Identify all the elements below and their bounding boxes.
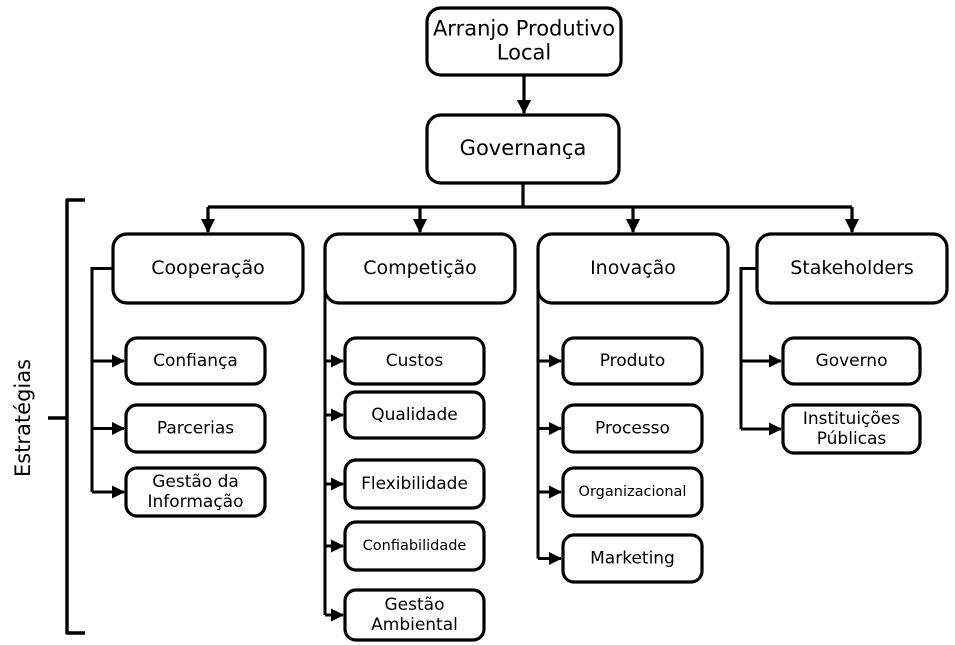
- node-cooperacao-child-0-box[interactable]: [124, 336, 267, 386]
- node-competicao-child-4-label: Gestão: [385, 595, 445, 615]
- node-competicao-child-2-label: Flexibilidade: [361, 474, 468, 494]
- node-cooperacao-child-1-label: Parcerias: [157, 419, 234, 439]
- node-competicao-child-1[interactable]: Qualidade: [343, 390, 486, 440]
- strategies-label: Estratégias: [11, 359, 35, 477]
- node-competicao-child-1-label: Qualidade: [371, 405, 457, 425]
- node-inovacao-child-0-label: Produto: [600, 351, 666, 371]
- node-stakeholders[interactable]: Stakeholders: [755, 232, 949, 305]
- node-stakeholders-child-1-label: Públicas: [817, 429, 887, 449]
- node-cooperacao-child-2-label: Informação: [147, 492, 243, 512]
- node-competicao-child-3[interactable]: Confiabilidade: [343, 520, 486, 572]
- node-stakeholders-child-1-label: Instituições: [803, 409, 900, 429]
- node-cooperacao[interactable]: Cooperação: [111, 232, 305, 305]
- node-inovacao-label: Inovação: [590, 257, 676, 279]
- node-stakeholders-label: Stakeholders: [790, 257, 914, 279]
- node-stakeholders-child-0-box[interactable]: [781, 336, 922, 386]
- node-arranjo-produtivo-local-label: Local: [497, 41, 551, 65]
- node-inovacao-child-0-box[interactable]: [561, 336, 704, 386]
- node-inovacao-child-2-box[interactable]: [561, 466, 704, 518]
- node-stakeholders-child-0[interactable]: Governo: [781, 336, 922, 386]
- node-governanca[interactable]: Governança: [425, 113, 621, 185]
- node-governanca-label: Governança: [460, 136, 587, 160]
- node-competicao[interactable]: Competição: [323, 232, 517, 305]
- node-competicao-child-0-label: Custos: [386, 351, 444, 371]
- node-arranjo-produtivo-local-box[interactable]: [425, 6, 623, 77]
- node-competicao-child-1-box[interactable]: [343, 390, 486, 440]
- node-competicao-box[interactable]: [323, 232, 517, 305]
- node-arranjo-produtivo-local-label: Arranjo Produtivo: [433, 17, 615, 41]
- node-inovacao-child-1-label: Processo: [595, 419, 670, 439]
- node-inovacao-child-3[interactable]: Marketing: [561, 533, 704, 584]
- node-inovacao-child-2[interactable]: Organizacional: [561, 466, 704, 518]
- node-inovacao-child-0[interactable]: Produto: [561, 336, 704, 386]
- node-competicao-child-4-label: Ambiental: [371, 615, 458, 635]
- edge-cooperacao-spine: [90, 267, 113, 492]
- node-cooperacao-child-1-box[interactable]: [124, 403, 267, 454]
- node-inovacao-child-3-label: Marketing: [590, 549, 675, 569]
- node-cooperacao-label: Cooperação: [151, 257, 264, 279]
- node-layer: Arranjo ProdutivoLocalGovernançaCooperaç…: [111, 6, 949, 642]
- connector-layer: [90, 75, 860, 622]
- node-stakeholders-child-0-label: Governo: [816, 351, 888, 371]
- edge-stakeholders-spine: [739, 267, 757, 429]
- node-competicao-child-0[interactable]: Custos: [343, 336, 486, 386]
- strategies-brace: [48, 198, 85, 635]
- node-inovacao-child-2-label: Organizacional: [579, 484, 687, 500]
- node-competicao-child-2[interactable]: Flexibilidade: [343, 458, 486, 510]
- node-governanca-box[interactable]: [425, 113, 621, 185]
- node-competicao-child-3-box[interactable]: [343, 520, 486, 572]
- strategies-bracket: [65, 198, 85, 635]
- node-competicao-child-0-box[interactable]: [343, 336, 486, 386]
- node-cooperacao-child-0[interactable]: Confiança: [124, 336, 267, 386]
- node-inovacao-box[interactable]: [536, 232, 730, 305]
- node-cooperacao-child-2-label: Gestão da: [152, 472, 239, 492]
- node-cooperacao-box[interactable]: [111, 232, 305, 305]
- node-competicao-label: Competição: [363, 257, 477, 279]
- node-stakeholders-child-1-box[interactable]: [781, 403, 922, 455]
- node-competicao-child-2-box[interactable]: [343, 458, 486, 510]
- node-competicao-child-3-label: Confiabilidade: [363, 538, 467, 554]
- node-competicao-child-4-box[interactable]: [343, 588, 486, 642]
- node-inovacao[interactable]: Inovação: [536, 232, 730, 305]
- node-cooperacao-child-2-box[interactable]: [124, 466, 267, 518]
- node-cooperacao-child-1[interactable]: Parcerias: [124, 403, 267, 454]
- node-inovacao-child-1[interactable]: Processo: [561, 403, 704, 454]
- strategies-label-group: Estratégias: [11, 359, 35, 477]
- node-inovacao-child-3-box[interactable]: [561, 533, 704, 584]
- node-inovacao-child-1-box[interactable]: [561, 403, 704, 454]
- node-cooperacao-child-0-label: Confiança: [153, 351, 238, 371]
- node-stakeholders-box[interactable]: [755, 232, 949, 305]
